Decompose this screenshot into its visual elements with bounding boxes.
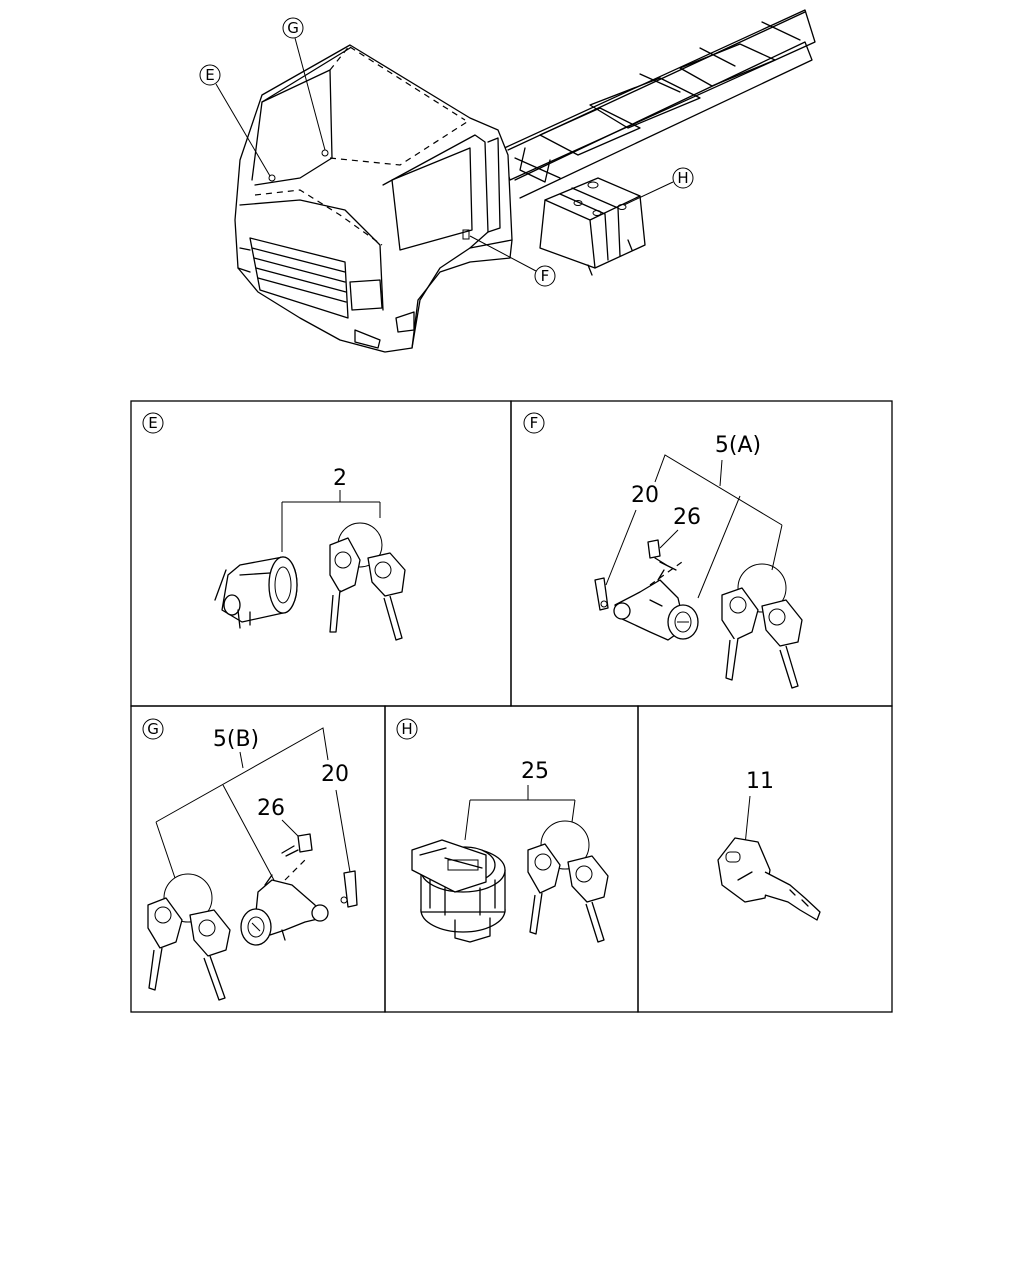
panel-g-letter: G xyxy=(142,718,164,740)
ignition-lock-cylinder xyxy=(214,556,298,629)
part-label-20-g: 20 xyxy=(321,762,349,787)
svg-text:H: H xyxy=(677,169,688,187)
svg-text:E: E xyxy=(205,66,214,84)
part-label-2: 2 xyxy=(333,466,347,491)
svg-text:F: F xyxy=(541,267,550,285)
svg-text:G: G xyxy=(147,720,159,738)
panel-h: H 25 xyxy=(396,718,609,943)
part-label-26-g: 26 xyxy=(257,796,285,821)
callout-f: F xyxy=(469,235,556,287)
door-lock-cylinder-f xyxy=(613,561,699,641)
panel-f-letter: F xyxy=(523,412,545,434)
callout-g: G xyxy=(282,17,326,151)
panel-g: G 5(B) 26 20 xyxy=(142,718,358,1001)
screw-26-g xyxy=(281,833,313,857)
svg-text:E: E xyxy=(148,414,157,432)
blank-key xyxy=(717,837,821,921)
part-label-26-f: 26 xyxy=(673,505,701,530)
retainer-20-f xyxy=(594,577,609,611)
part-label-5b: 5(B) xyxy=(213,727,259,752)
part-label-25: 25 xyxy=(521,759,549,784)
screw-26-f xyxy=(647,539,677,571)
key-set-f xyxy=(721,563,803,689)
retainer-20-g xyxy=(340,870,358,908)
svg-text:F: F xyxy=(530,414,539,432)
panel-h-letter: H xyxy=(396,718,418,740)
svg-text:G: G xyxy=(287,19,299,37)
chassis-frame xyxy=(499,9,816,199)
part-label-20-f: 20 xyxy=(631,483,659,508)
key-set-h xyxy=(527,820,609,943)
fuel-tank xyxy=(539,177,646,276)
panel-f: F 5(A) 20 26 xyxy=(523,412,803,689)
callout-e: E xyxy=(199,64,271,177)
svg-text:H: H xyxy=(401,720,412,738)
key-set-g xyxy=(147,873,231,1001)
panel-e-letter: E xyxy=(142,412,164,434)
fuel-filler-cap xyxy=(411,839,506,943)
door-lock-cylinder-g xyxy=(240,859,329,946)
truck-overview: E G F H xyxy=(199,9,816,353)
part-label-11: 11 xyxy=(746,769,774,794)
key-set-e xyxy=(329,522,406,641)
callout-h: H xyxy=(623,167,694,206)
truck-cab xyxy=(234,44,513,353)
panel-blank-key: 11 xyxy=(717,769,821,921)
panel-e: E 2 xyxy=(142,412,406,641)
part-label-5a: 5(A) xyxy=(715,433,761,458)
panel-grid xyxy=(130,400,893,1013)
